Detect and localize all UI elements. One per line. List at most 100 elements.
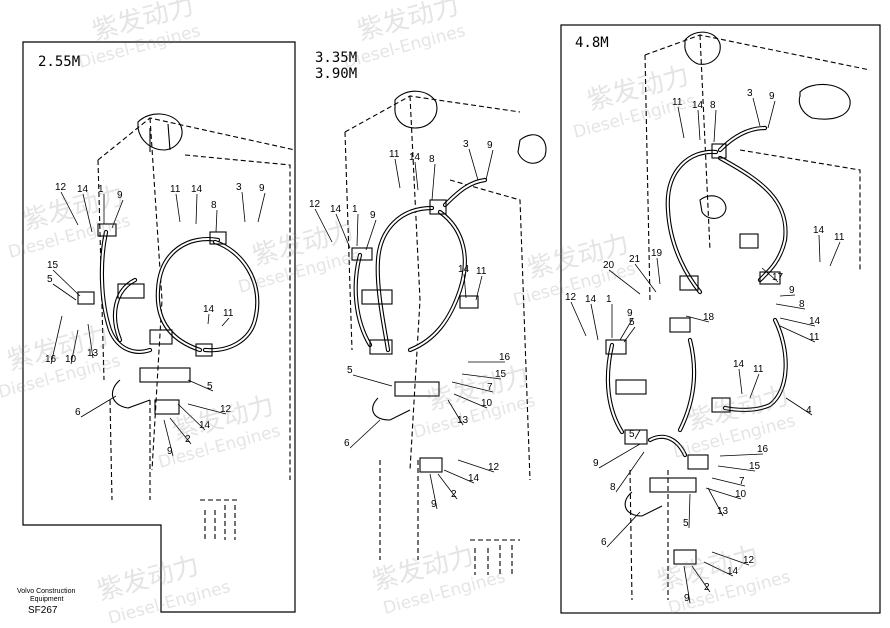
callout-number-left-2: 1 (98, 184, 104, 195)
callout-leader-left-18 (187, 403, 227, 415)
callout-number-mid-16: 13 (457, 415, 469, 426)
callout-number-right-14: 11 (834, 232, 845, 243)
callout-leader-right-22 (785, 397, 813, 416)
callout-leader-mid-0 (394, 158, 401, 189)
callout-leader-right-2 (713, 109, 717, 143)
callout-number-mid-0: 11 (389, 149, 400, 160)
callout-leader-mid-5 (314, 208, 333, 243)
callout-number-right-12: 9 (627, 308, 633, 319)
callout-leader-mid-9 (463, 273, 467, 299)
callout-number-right-17: 8 (799, 299, 805, 310)
callout-leader-mid-13 (352, 374, 393, 387)
callout-number-right-4: 9 (769, 91, 775, 102)
callout-number-mid-19: 14 (468, 473, 480, 484)
callout-leader-left-15 (221, 317, 230, 327)
callout-number-left-17: 5 (207, 381, 213, 392)
callout-leader-right-7 (634, 263, 657, 293)
callout-leader-mid-1 (414, 161, 419, 191)
callout-number-left-11: 16 (45, 354, 57, 365)
callout-number-left-6: 8 (211, 200, 217, 211)
callout-number-right-31: 13 (717, 506, 729, 517)
right-panel-frame (560, 24, 881, 614)
callout-leader-mid-18 (457, 459, 495, 473)
callout-leader-right-19 (779, 325, 816, 343)
callout-leader-left-4 (175, 193, 181, 223)
callout-leader-right-28 (705, 487, 742, 500)
callout-leader-right-8 (685, 315, 710, 323)
callout-leader-left-12 (70, 329, 79, 365)
callout-number-right-16: 9 (789, 285, 795, 296)
callout-number-left-7: 3 (236, 182, 242, 193)
callout-leader-right-35 (683, 565, 691, 604)
callout-number-left-4: 11 (170, 184, 181, 195)
callout-leader-left-10 (52, 283, 77, 301)
callout-number-left-1: 14 (77, 184, 89, 195)
callout-number-right-5: 19 (651, 248, 663, 259)
callout-leader-left-7 (241, 191, 246, 223)
callout-leader-mid-17 (349, 419, 381, 449)
callout-number-mid-2: 8 (429, 154, 435, 165)
callout-number-right-1: 14 (692, 100, 704, 111)
left-boom-outline (97, 113, 296, 540)
callout-number-right-33: 14 (727, 566, 739, 577)
callout-number-right-19: 11 (809, 332, 820, 343)
left-panel-frame (22, 41, 296, 613)
callout-number-right-22: 4 (806, 405, 812, 416)
callout-leader-right-3 (752, 97, 761, 127)
callout-number-right-36: 5 (629, 317, 635, 328)
callout-number-right-13: 14 (813, 225, 825, 236)
callout-leader-right-34 (691, 565, 711, 593)
callout-number-right-0: 11 (672, 97, 683, 108)
callout-leader-left-16 (80, 395, 117, 418)
callout-leader-right-25 (719, 453, 764, 457)
callout-number-right-3: 3 (747, 88, 753, 99)
callout-leader-right-26 (717, 465, 756, 472)
callout-number-mid-5: 12 (309, 199, 321, 210)
callout-leader-right-6 (608, 269, 641, 295)
callout-number-mid-8: 9 (370, 210, 376, 221)
callout-number-mid-3: 3 (463, 139, 469, 150)
callout-leader-right-32 (711, 551, 750, 566)
callout-number-mid-4: 9 (487, 140, 493, 151)
callout-number-right-25: 16 (757, 444, 769, 455)
callout-number-left-10: 5 (47, 274, 53, 285)
right-hoses (605, 125, 788, 458)
callout-leader-right-4 (767, 100, 776, 129)
callout-number-right-28: 10 (735, 489, 747, 500)
callout-leader-right-24 (615, 451, 645, 493)
callout-number-left-8: 9 (259, 183, 265, 194)
callout-number-right-2: 8 (710, 100, 716, 111)
callout-number-left-3: 9 (117, 190, 123, 201)
callout-leader-left-14 (207, 313, 210, 325)
panel-title-right: 4.8M (575, 35, 609, 51)
callout-leader-right-37 (634, 429, 641, 440)
callout-number-right-15: 17 (772, 272, 784, 283)
callout-leader-right-18 (779, 317, 816, 327)
callout-number-left-16: 6 (75, 407, 81, 418)
callout-leader-right-23 (598, 443, 641, 469)
callout-number-right-35: 9 (684, 593, 690, 604)
callout-leader-right-31 (707, 487, 724, 517)
callout-number-left-19: 14 (199, 420, 211, 431)
callout-leader-left-5 (195, 193, 198, 225)
callout-leader-right-0 (677, 106, 685, 139)
callout-number-mid-12: 15 (495, 369, 507, 380)
callout-number-right-18: 14 (809, 316, 821, 327)
callout-number-right-23: 9 (593, 458, 599, 469)
callout-number-right-8: 18 (703, 312, 715, 323)
watermark-layer: 紫发动力 Diesel-Engines 紫发动力 Diesel-Engines … (0, 0, 798, 628)
callout-number-right-21: 11 (753, 364, 764, 375)
callout-number-mid-20: 2 (451, 489, 457, 500)
callout-leader-left-1 (82, 193, 93, 233)
callout-number-left-21: 9 (167, 446, 173, 457)
callout-leader-right-36 (623, 326, 636, 343)
callout-number-mid-21: 9 (431, 499, 437, 510)
callout-number-right-32: 12 (743, 555, 755, 566)
callout-leader-left-21 (163, 419, 174, 457)
callout-leader-left-0 (60, 191, 79, 226)
callout-number-right-6: 20 (603, 260, 615, 271)
callout-leader-left-20 (169, 417, 192, 445)
callout-leader-mid-8 (365, 219, 377, 251)
